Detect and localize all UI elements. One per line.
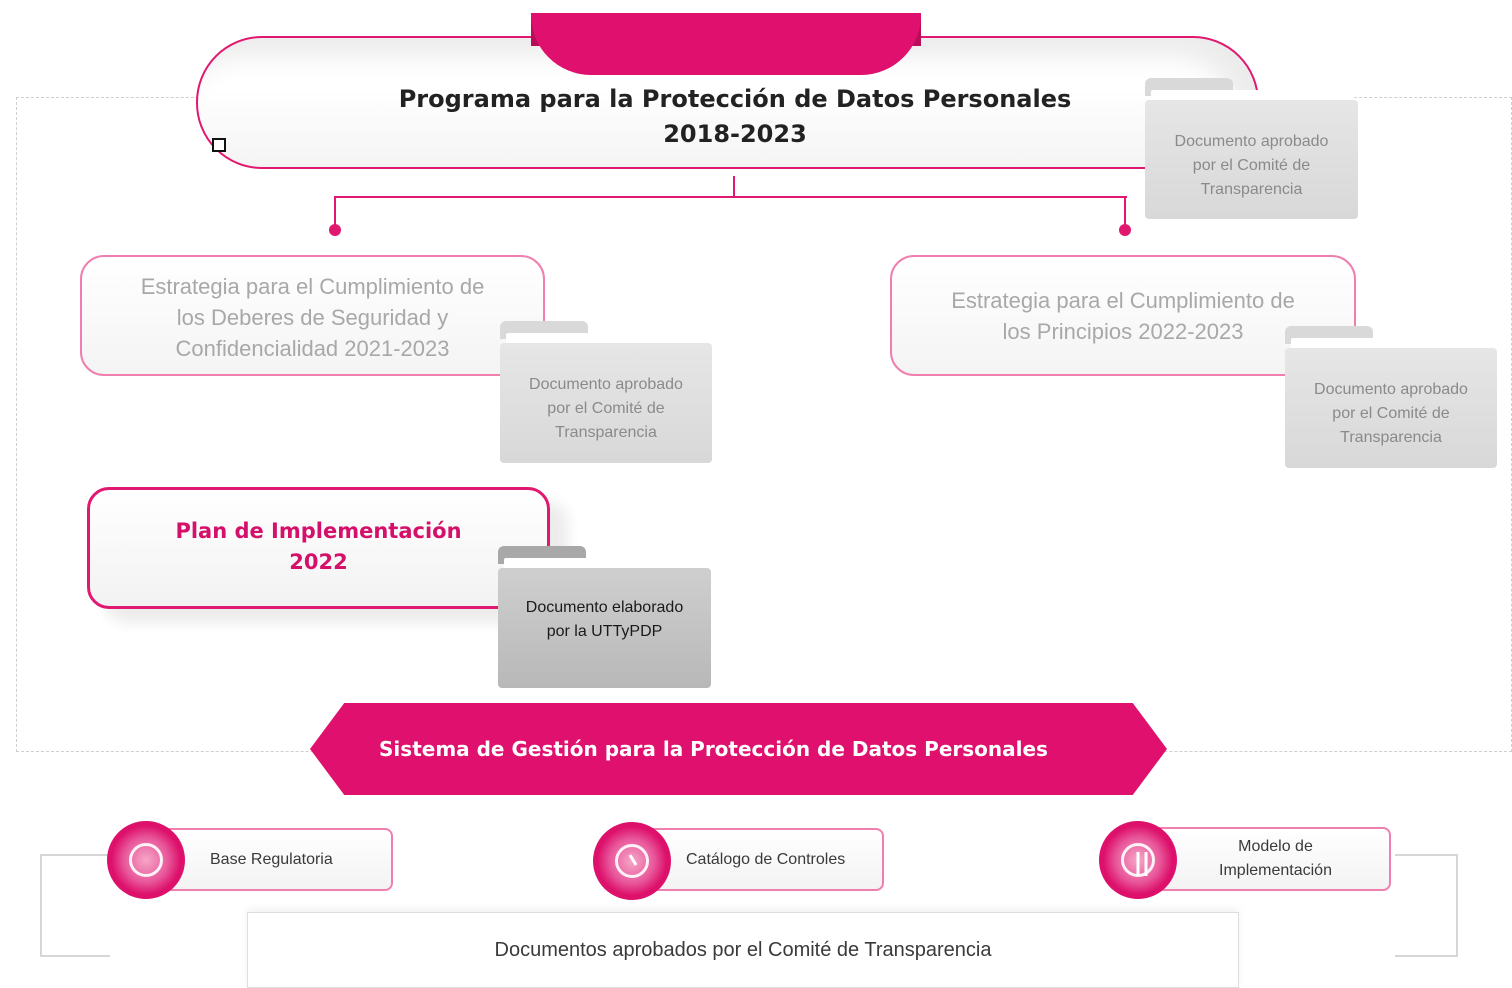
strategy-security-line2: los Deberes de Seguridad y [176,305,449,330]
card-catalogo: Catálogo de Controles [630,828,884,891]
footer-box: Documentos aprobados por el Comité de Tr… [247,912,1239,988]
program-title-line1: Programa para la Protección de Datos Per… [398,85,1072,113]
card-model-line2: Implementación [1219,862,1332,879]
strategy-principles-line1: Estrategia para el Cumplimiento de [951,288,1295,313]
folder-body: Documento aprobado por el Comité de Tran… [1145,100,1358,219]
bracket-right [1395,854,1458,957]
strategy-principles-line2: los Principios 2022-2023 [1002,319,1244,344]
target-icon [107,821,185,899]
system-title: Sistema de Gestión para la Protección de… [379,737,1048,761]
folder-plan-prepared: Documento elaborado por la UTTyPDP [498,546,711,688]
folder-body: Documento elaborado por la UTTyPDP [498,568,711,688]
folder-label-line1: Documento aprobado [1174,133,1329,150]
folder-label-line1: Documento elaborado [525,599,684,616]
wrench-icon [1136,852,1148,876]
connector-left [334,196,336,226]
folder-label-line2: por el Comité de [1192,157,1311,174]
card-model-line1: Modelo de [1238,838,1313,855]
connector-dot-right [1119,224,1131,236]
gauge-needle-icon [628,854,638,866]
connector-dot-left [329,224,341,236]
folder-label-line3: Transparencia [555,424,657,441]
card-modelo: Modelo de Implementación [1136,827,1391,891]
folder-label-line1: Documento aprobado [529,376,683,393]
folder-program-approved: Documento aprobado por el Comité de Tran… [1145,78,1358,219]
folder-body: Documento aprobado por el Comité de Tran… [1285,348,1497,468]
plan-title-line2: 2022 [289,550,348,574]
connector-horizontal [334,196,1127,198]
program-title: Programa para la Protección de Datos Per… [300,82,1170,152]
folder-label-line3: Transparencia [1200,181,1303,198]
resize-handle[interactable] [212,138,226,152]
folder-label-line2: por el Comité de [1332,405,1450,422]
bracket-left [40,854,110,957]
card-catalog-label: Catálogo de Controles [686,850,846,868]
strategy-security-line3: Confidencialidad 2021-2023 [175,336,450,361]
gauge-icon [593,822,671,900]
folder-label-line3: Transparencia [1340,429,1442,446]
plan-box: Plan de Implementación 2022 [87,487,550,609]
connector-stem [733,176,735,198]
connector-right [1124,196,1126,226]
folder-body: Documento aprobado por el Comité de Tran… [500,343,712,463]
tools-icon [1099,821,1177,899]
card-base-label: Base Regulatoria [210,850,333,868]
program-title-line2: 2018-2023 [663,120,807,148]
strategy-security-line1: Estrategia para el Cumplimiento de [140,274,485,299]
target-ring [129,843,163,877]
folder-label-line2: por la UTTyPDP [546,623,663,640]
program-tab [531,13,921,75]
folder-label-line2: por el Comité de [547,400,665,417]
folder-principles-approved: Documento aprobado por el Comité de Tran… [1285,326,1497,468]
system-banner: Sistema de Gestión para la Protección de… [310,703,1167,795]
footer-text: Documentos aprobados por el Comité de Tr… [494,938,992,961]
strategy-security-box: Estrategia para el Cumplimiento de los D… [80,255,545,376]
folder-security-approved: Documento aprobado por el Comité de Tran… [500,321,712,463]
plan-title-line1: Plan de Implementación [175,519,462,543]
gauge-ring [615,844,649,878]
folder-label-line1: Documento aprobado [1314,381,1468,398]
strategy-principles-box: Estrategia para el Cumplimiento de los P… [890,255,1356,376]
